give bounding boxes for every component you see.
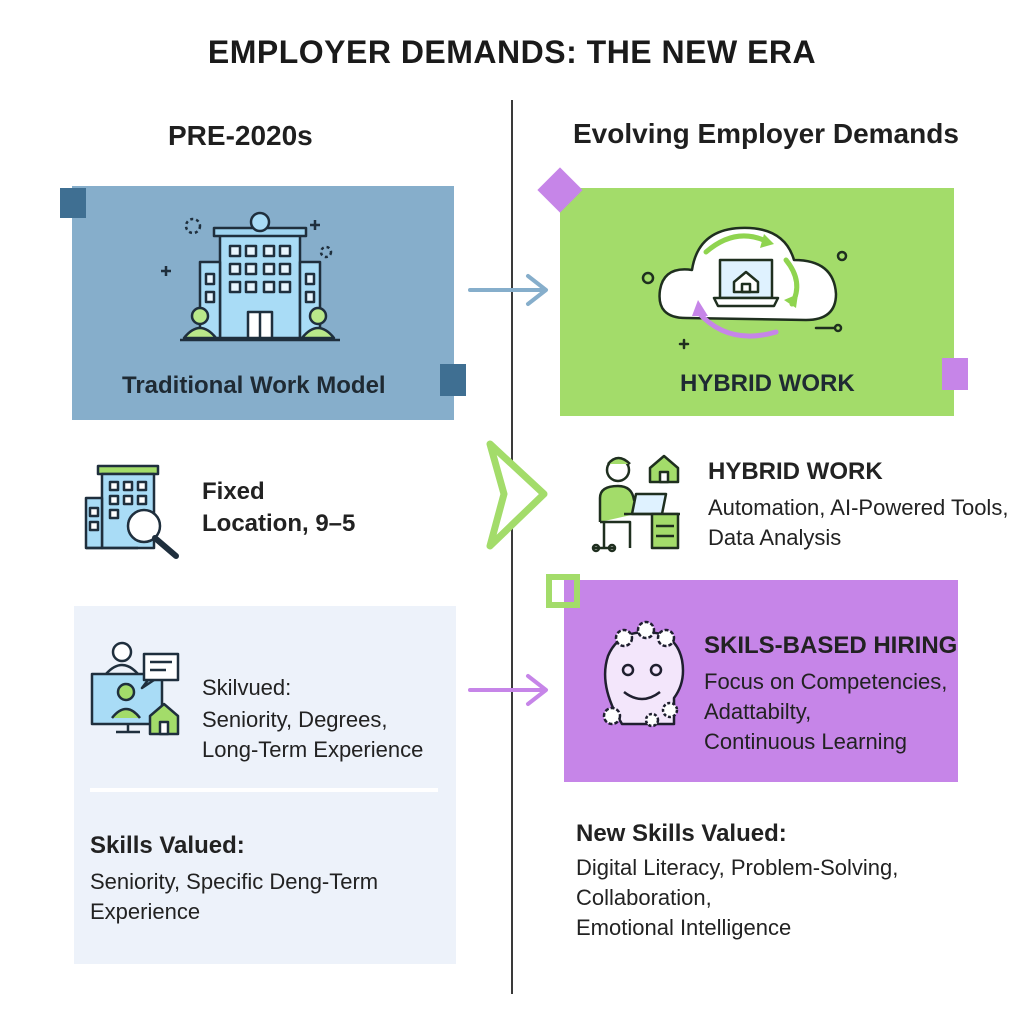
hybrid-detail-title: HYBRID WORK	[708, 458, 883, 485]
skills-valued-title: Skills Valued:	[90, 832, 245, 859]
skills-hiring-line-2: Adattabilty,	[704, 699, 812, 724]
hybrid-detail-line-2: Data Analysis	[708, 525, 842, 550]
diagram-title: EMPLOYER DEMANDS: THE NEW ERA	[207, 34, 817, 70]
new-skills-line-2: Collaboration,	[576, 885, 712, 910]
square-outline-decoration	[546, 574, 580, 608]
arrow-right-icon	[468, 274, 548, 306]
traditional-work-label: Traditional Work Model	[122, 372, 386, 399]
skills-box-line-1: Seniority, Degrees,	[202, 707, 388, 732]
chevron-right-icon	[486, 440, 548, 550]
section-divider	[90, 788, 438, 792]
corner-square-decoration	[440, 364, 466, 396]
skills-hiring-line-1: Focus on Competencies,	[704, 669, 948, 694]
hybrid-work-label: HYBRID WORK	[680, 370, 855, 397]
skills-box-title: Skilvued:	[202, 675, 292, 700]
skills-hiring-title: SKILS-BASED HIRING	[704, 632, 958, 659]
building-search-icon	[84, 464, 179, 559]
left-column-heading: PRE-2020s	[168, 120, 313, 151]
skills-valued-line-2: Experience	[90, 899, 201, 924]
skills-valued-line-1: Seniority, Specific Deng-Term	[90, 869, 379, 894]
corner-square-decoration	[942, 358, 968, 390]
new-skills-title: New Skills Valued:	[576, 820, 787, 847]
new-skills-line-1: Digital Literacy, Problem-Solving,	[576, 855, 899, 880]
fixed-line-1: Fixed	[202, 478, 265, 505]
new-skills-line-3: Emotional Intelligence	[576, 915, 792, 940]
skills-box-line-2: Long-Term Experience	[202, 737, 424, 762]
arrow-right-icon	[468, 674, 548, 706]
video-call-icon	[90, 641, 180, 736]
skills-valued-box	[74, 606, 456, 964]
hybrid-detail-line-1: Automation, AI-Powered Tools,	[708, 495, 1009, 520]
corner-square-decoration	[60, 188, 86, 218]
person-at-desk-icon	[591, 454, 680, 553]
gear-head-icon	[602, 620, 685, 728]
fixed-line-2: Location, 9–5	[202, 510, 356, 537]
right-column-heading: Evolving Employer Demands	[573, 118, 959, 149]
skills-hiring-line-3: Continuous Learning	[704, 729, 908, 754]
column-divider	[511, 100, 513, 994]
cloud-sync-laptop-icon	[641, 226, 848, 350]
office-building-icon	[161, 211, 340, 342]
